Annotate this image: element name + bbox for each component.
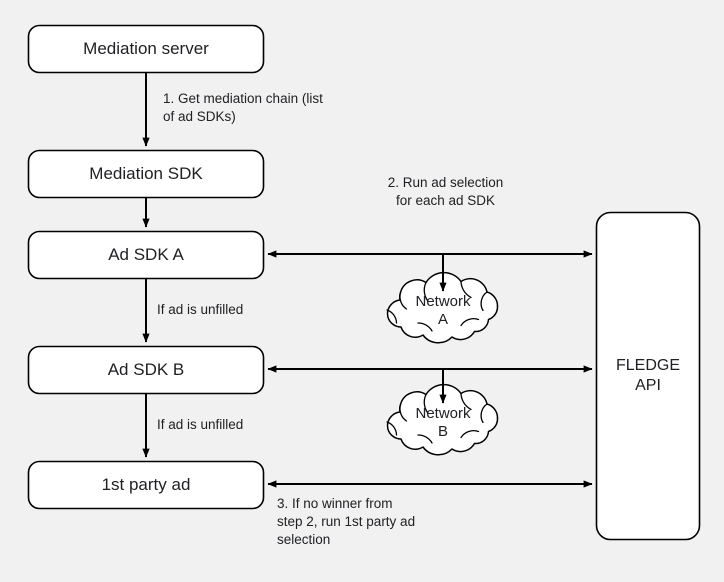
node-box-first-party-ad[interactable] [27, 460, 265, 510]
node-label-mediation-server: Mediation server [83, 38, 209, 58]
node-label-ad-sdk-a: Ad SDK A [108, 244, 184, 264]
node-label-mediation-sdk: Mediation SDK [89, 163, 203, 183]
edge-label-step-3: 3. If no winner from step 2, run 1st par… [277, 496, 416, 547]
edge-label-step-2: 2. Run ad selection for each ad SDK [387, 175, 504, 208]
node-label-fledge-api: FLEDGE API [615, 357, 680, 394]
cloud-shape-network-a[interactable] [386, 271, 499, 344]
node-label-network-a: Network A [415, 293, 471, 328]
edge-label-step-1: 1. Get mediation chain (list of ad SDKs) [163, 91, 323, 124]
node-box-fledge-api[interactable] [595, 211, 701, 541]
edge-label-unfilled-a-to-b: If ad is unfilled [157, 302, 244, 317]
edge-label-unfilled-b-to-first-party: If ad is unfilled [157, 417, 244, 432]
node-label-network-b: Network B [415, 405, 471, 440]
cloud-shape-network-b[interactable] [386, 383, 499, 456]
node-label-first-party-ad: 1st party ad [101, 474, 191, 494]
node-label-ad-sdk-b: Ad SDK B [107, 359, 185, 379]
